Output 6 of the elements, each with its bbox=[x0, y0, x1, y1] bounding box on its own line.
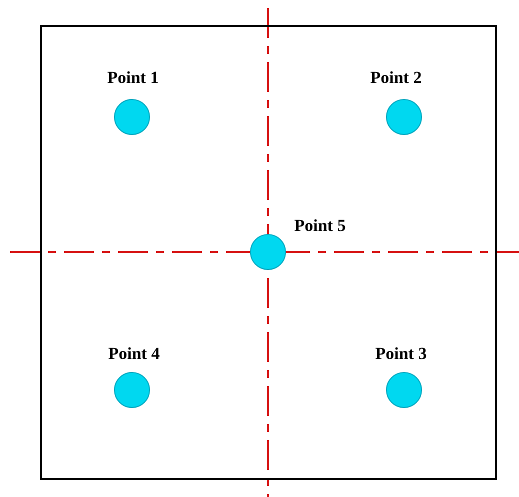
point-label: Point 3 bbox=[374, 343, 428, 365]
point-label: Point 4 bbox=[107, 343, 161, 365]
square-outline bbox=[40, 25, 497, 480]
point-label: Point 5 bbox=[293, 215, 347, 237]
point-label: Point 2 bbox=[369, 67, 423, 89]
point-label: Point 1 bbox=[106, 67, 160, 89]
